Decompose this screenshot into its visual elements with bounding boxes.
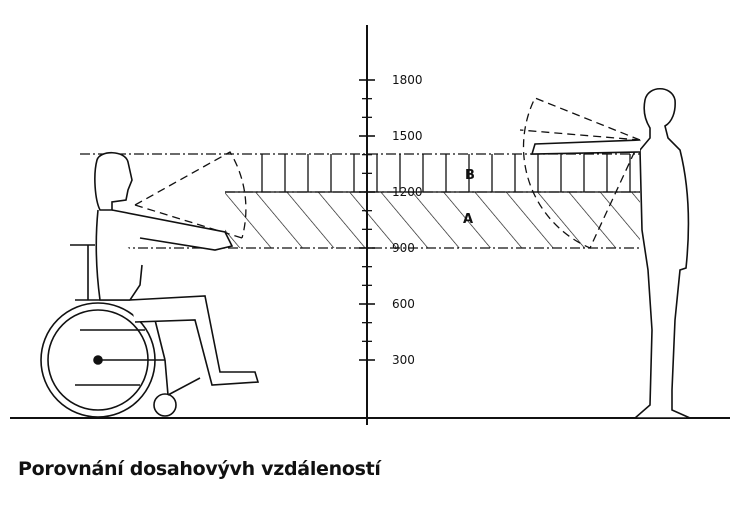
standing-person xyxy=(530,87,691,419)
height-scale: 1800 1500 1200 900 600 300 xyxy=(359,25,423,425)
seated-person xyxy=(94,151,260,386)
scale-tick-label: 300 xyxy=(392,353,415,367)
zone-b-band xyxy=(80,153,640,193)
scale-tick-label: 1800 xyxy=(392,73,423,87)
scale-tick-label: 600 xyxy=(392,297,415,311)
scale-tick-label: 1200 xyxy=(392,185,423,199)
zone-b-label: B xyxy=(465,168,475,183)
scale-tick-label: 900 xyxy=(392,241,415,255)
scale-tick-label: 1500 xyxy=(392,129,423,143)
figure-caption: Porovnání dosahovývh vzdáleností xyxy=(18,458,381,480)
zone-a-label: A xyxy=(463,212,473,227)
